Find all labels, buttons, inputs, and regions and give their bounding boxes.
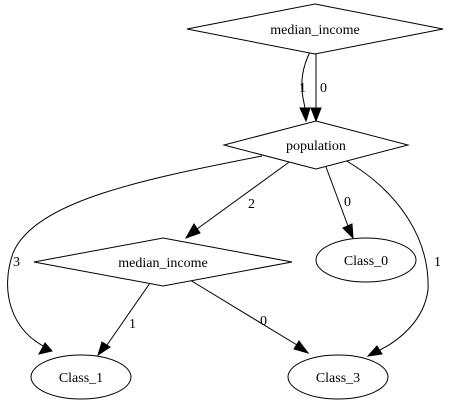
edge-label-root-population-0: 0 [320, 81, 327, 96]
node-label-median-income-child: median_income [118, 256, 207, 271]
edge-median-income-to-class-1: 1 [97, 282, 151, 357]
edge-population-to-class-0: 0 [325, 166, 354, 240]
node-median-income-child[interactable]: median_income [33, 237, 293, 287]
edge-root-to-population-1: 1 [299, 51, 311, 123]
nodes: median_income population median_income C… [30, 3, 444, 400]
edge-label-population-class-3: 1 [434, 255, 441, 270]
node-label-class-3: Class_3 [316, 371, 360, 386]
edges: 1 0 2 0 3 1 [7, 51, 441, 357]
edge-label-population-class-0: 0 [344, 195, 351, 210]
edge-label-median-income-class-1: 1 [129, 317, 136, 332]
node-class-0[interactable]: Class_0 [315, 237, 417, 283]
edge-median-income-to-class-3: 0 [189, 279, 310, 354]
edge-root-to-population-0: 0 [310, 52, 327, 123]
edge-label-median-income-class-3: 0 [260, 314, 267, 329]
edge-label-root-population-1: 1 [299, 81, 306, 96]
node-label-median-income-root: median_income [270, 23, 359, 38]
node-population[interactable]: population [222, 120, 410, 170]
node-label-population: population [286, 139, 346, 154]
edge-label-population-median-income: 2 [248, 197, 255, 212]
node-label-class-1: Class_1 [59, 371, 103, 386]
edge-label-population-class-1: 3 [13, 255, 20, 270]
edge-population-to-class-1: 3 [7, 155, 263, 355]
node-class-1[interactable]: Class_1 [30, 354, 132, 400]
node-label-class-0: Class_0 [344, 254, 388, 269]
node-median-income-root[interactable]: median_income [186, 3, 444, 55]
edge-population-to-class-3: 1 [344, 159, 441, 357]
node-class-3[interactable]: Class_3 [287, 354, 389, 400]
edge-population-to-median-income-2: 2 [184, 159, 293, 239]
